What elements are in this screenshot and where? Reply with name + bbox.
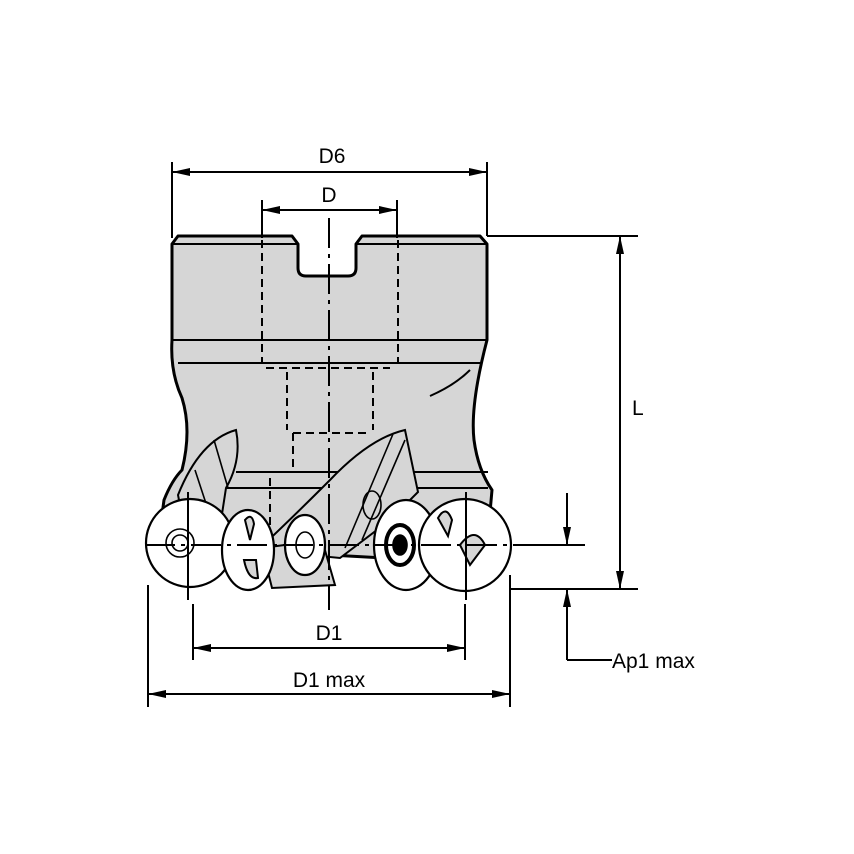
round-inserts (144, 497, 513, 593)
insert-left-inner (220, 508, 276, 592)
dimension-d6: D6 (171, 145, 488, 238)
dimension-d: D (261, 184, 398, 238)
centerlines (145, 218, 530, 610)
hidden-bore-lines (261, 240, 399, 540)
label-ap1max: Ap1 max (612, 650, 695, 673)
label-d6: D6 (319, 145, 346, 168)
dimension-l: L (487, 235, 644, 590)
label-d: D (321, 184, 336, 207)
dimension-ap1max: Ap1 max (528, 493, 695, 673)
label-l: L (632, 397, 644, 420)
dimension-d1max: D1 max (147, 575, 511, 707)
dimension-d1: D1 (192, 604, 466, 660)
insert-left-outer (144, 497, 236, 589)
label-d1max: D1 max (293, 669, 366, 692)
label-d1: D1 (316, 622, 343, 645)
